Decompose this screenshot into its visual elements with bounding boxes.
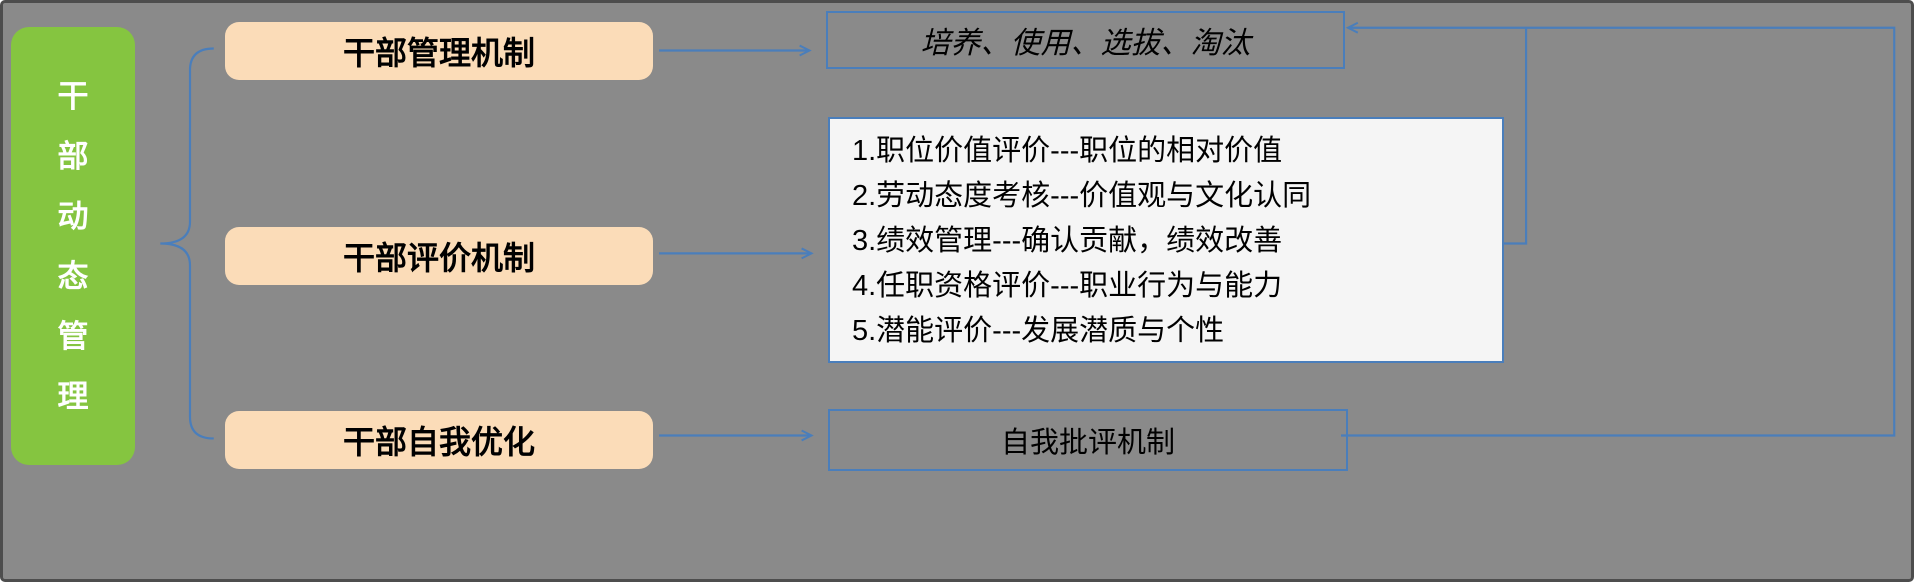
root-label-char: 理: [57, 378, 89, 414]
output-box-management: 培养、使用、选拔、淘汰: [826, 11, 1345, 69]
feedback-evaluation-to-management: [1495, 28, 1528, 245]
output-box-self-criticism: 自我批评机制: [828, 409, 1348, 471]
evaluation-item: 4.任职资格评价---职业行为与能力: [852, 270, 1283, 302]
branch-node-management: 干部管理机制: [225, 22, 653, 80]
root-label-char: 动: [57, 198, 89, 234]
root-label-char: 态: [57, 258, 89, 294]
feedback-self-to-management: [1341, 21, 1896, 437]
branch-node-self-optimization: 干部自我优化: [225, 411, 653, 469]
output-box-evaluation: 1.职位价值评价---职位的相对价值 2.劳动态度考核---价值观与文化认同 3…: [828, 117, 1504, 363]
evaluation-item: 2.劳动态度考核---价值观与文化认同: [852, 180, 1312, 212]
root-label-char: 部: [57, 138, 89, 174]
root-label-char: 管: [57, 318, 89, 354]
root-branch-brace: [160, 47, 214, 440]
branch-node-evaluation: 干部评价机制: [225, 227, 653, 285]
connector-lines: [160, 21, 1896, 442]
root-label-char: 干: [57, 78, 89, 114]
evaluation-item: 5.潜能评价---发展潜质与个性: [852, 315, 1225, 347]
evaluation-item: 1.职位价值评价---职位的相对价值: [852, 135, 1283, 167]
root-node: 干 部 动 态 管 理: [11, 27, 135, 465]
evaluation-item: 3.绩效管理---确认贡献，绩效改善: [852, 225, 1283, 257]
